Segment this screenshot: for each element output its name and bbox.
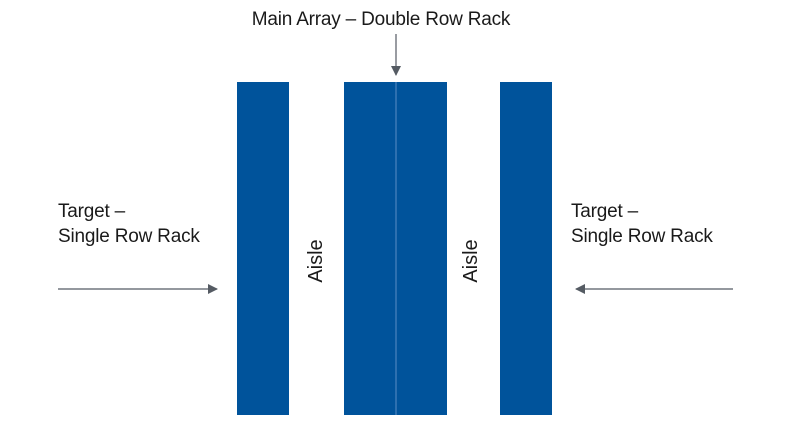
right-target-label: Target – Single Row Rack — [571, 199, 713, 249]
main-double-row-rack-right-half — [396, 82, 447, 415]
right-target-label-line2: Single Row Rack — [571, 226, 713, 247]
right-single-row-rack — [500, 82, 552, 415]
left-single-row-rack — [237, 82, 289, 415]
main-double-row-rack-left-half — [344, 82, 396, 415]
left-target-label-line2: Single Row Rack — [58, 226, 200, 247]
right-target-label-line1: Target – — [571, 201, 639, 222]
left-target-label: Target – Single Row Rack — [58, 199, 200, 249]
main-array-label: Main Array – Double Row Rack — [251, 9, 511, 30]
left-target-label-line1: Target – — [58, 201, 126, 222]
aisle-label-left: Aisle — [305, 239, 327, 283]
aisle-label-right: Aisle — [460, 239, 482, 283]
